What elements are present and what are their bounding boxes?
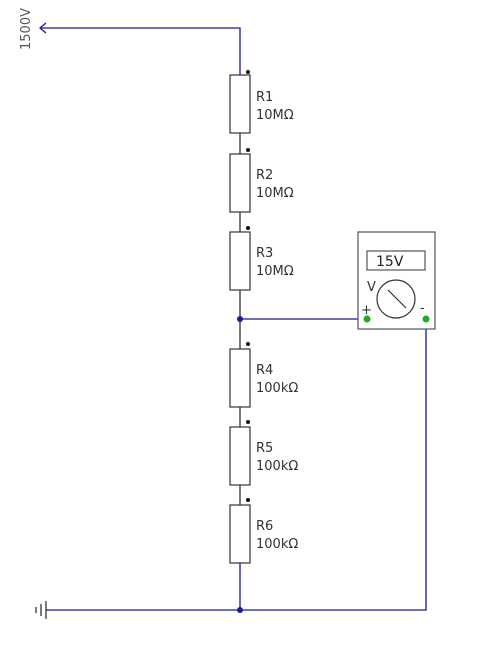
resistor-r3-body [229, 231, 251, 291]
voltmeter-display [366, 250, 426, 271]
resistor-r4-name: R4 [256, 363, 273, 378]
resistor-r6-body [229, 504, 251, 564]
source-wire [40, 27, 241, 75]
resistor-r3-name: R3 [256, 246, 273, 261]
resistor-r3: R3 10MΩ [229, 226, 294, 291]
resistor-r1-body [229, 74, 251, 134]
resistor-r4: R4 100kΩ [229, 342, 298, 408]
wire-meter-minus-to-ground [240, 319, 427, 611]
resistor-r4-value: 100kΩ [256, 381, 298, 396]
resistor-r6-value: 100kΩ [256, 537, 298, 552]
voltmeter-plus-symbol: + [361, 303, 372, 318]
voltmeter-reading: 15V [376, 254, 404, 270]
resistor-r2-name: R2 [256, 168, 273, 183]
voltmeter-minus-terminal[interactable] [422, 315, 430, 323]
resistor-r3-pin [246, 226, 250, 230]
resistor-r2: R2 10MΩ [229, 148, 294, 213]
junction-node-ground [237, 607, 243, 613]
resistor-r4-body [229, 348, 251, 408]
resistor-r6: R6 100kΩ [229, 498, 298, 564]
resistor-r2-body [229, 153, 251, 213]
resistor-r1: R1 10MΩ [229, 70, 294, 134]
resistor-r5-pin [246, 420, 250, 424]
resistor-r1-name: R1 [256, 90, 273, 105]
voltage-source: 1500V [19, 8, 241, 75]
resistor-r6-pin [246, 498, 250, 502]
resistor-chain: R1 10MΩ R2 10MΩ R3 10MΩ R4 100kΩ [229, 70, 298, 610]
resistor-r5-name: R5 [256, 441, 273, 456]
resistor-r1-value: 10MΩ [256, 108, 294, 123]
resistor-r6-name: R6 [256, 519, 273, 534]
voltmeter-dial-icon [376, 279, 416, 319]
junction-node-mid [237, 316, 243, 322]
resistor-r1-pin [246, 70, 250, 74]
resistor-r3-value: 10MΩ [256, 264, 294, 279]
voltmeter-plus-terminal[interactable] [363, 315, 371, 323]
ground [35, 601, 240, 619]
voltmeter[interactable]: 15V V + - [357, 231, 436, 330]
voltmeter-unit-symbol: V [367, 280, 376, 295]
voltmeter-needle-icon [387, 289, 407, 309]
voltmeter-minus-symbol: - [420, 301, 425, 316]
resistor-r4-pin [246, 342, 250, 346]
resistor-r2-value: 10MΩ [256, 186, 294, 201]
resistor-r5-value: 100kΩ [256, 459, 298, 474]
resistor-r5-body [229, 426, 251, 486]
resistor-r2-pin [246, 148, 250, 152]
resistor-r5: R5 100kΩ [229, 420, 298, 486]
source-label: 1500V [19, 8, 34, 50]
source-arrow-icon [38, 22, 47, 34]
